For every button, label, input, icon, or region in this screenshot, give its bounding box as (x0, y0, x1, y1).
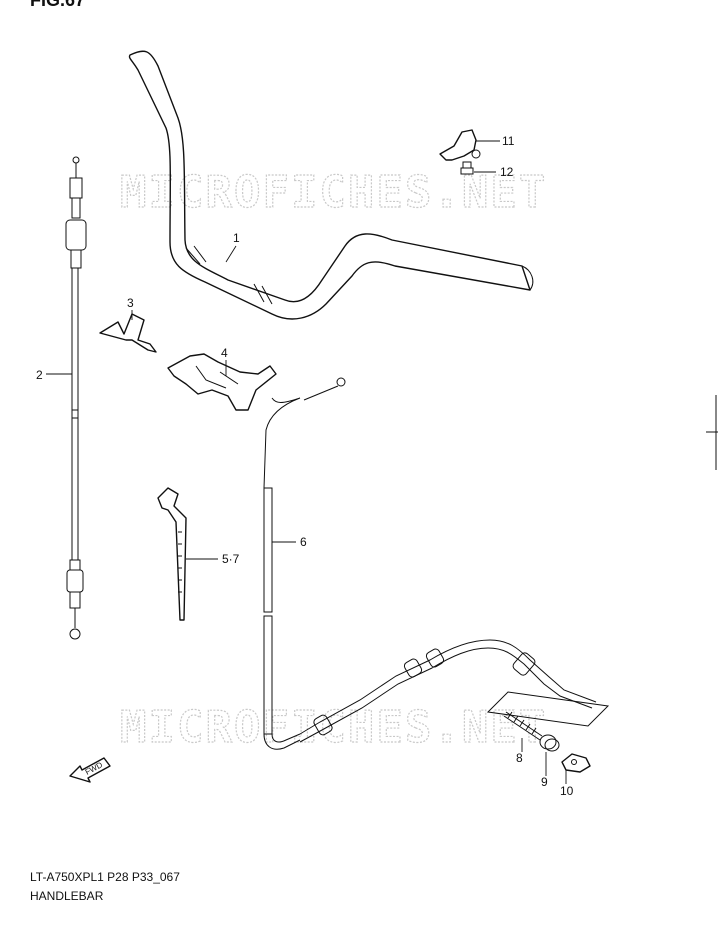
callout-8: 8 (516, 751, 523, 765)
model-code: LT-A750XPL1 P28 P33_067 (30, 870, 180, 884)
cable-part-2[interactable] (65, 156, 87, 640)
bracket-part-11[interactable] (439, 129, 481, 161)
callout-6: 6 (300, 535, 307, 549)
callout-10: 10 (560, 784, 574, 798)
cable-tie-part-5-7[interactable] (157, 487, 187, 621)
clip-part-3[interactable] (99, 313, 157, 353)
bracket-part-4[interactable] (167, 353, 277, 411)
callout-12: 12 (500, 165, 514, 179)
fwd-arrow-icon: FWD (69, 757, 111, 783)
callout-2: 2 (36, 368, 43, 382)
handlebar-part-1[interactable] (128, 50, 534, 320)
callout-5-7: 5·7 (222, 552, 240, 566)
figure-label: FIG.67 (30, 0, 86, 10)
collar-part-9[interactable] (539, 734, 560, 752)
watermark-top: MICROFICHES.NET (120, 167, 547, 218)
spring-part-8[interactable] (503, 711, 543, 741)
section-title: HANDLEBAR (30, 889, 104, 903)
throttle-cable-part-6[interactable] (263, 377, 597, 750)
callout-3: 3 (127, 296, 134, 310)
callout-4: 4 (221, 346, 228, 360)
adjuster-part-10[interactable] (561, 753, 591, 773)
callout-1: 1 (233, 231, 240, 245)
bolt-part-12[interactable] (460, 161, 474, 175)
callout-9: 9 (541, 775, 548, 789)
watermark-bottom: MICROFICHES.NET (120, 702, 547, 753)
callout-11: 11 (502, 134, 515, 148)
detail-zone-outline (486, 691, 610, 727)
